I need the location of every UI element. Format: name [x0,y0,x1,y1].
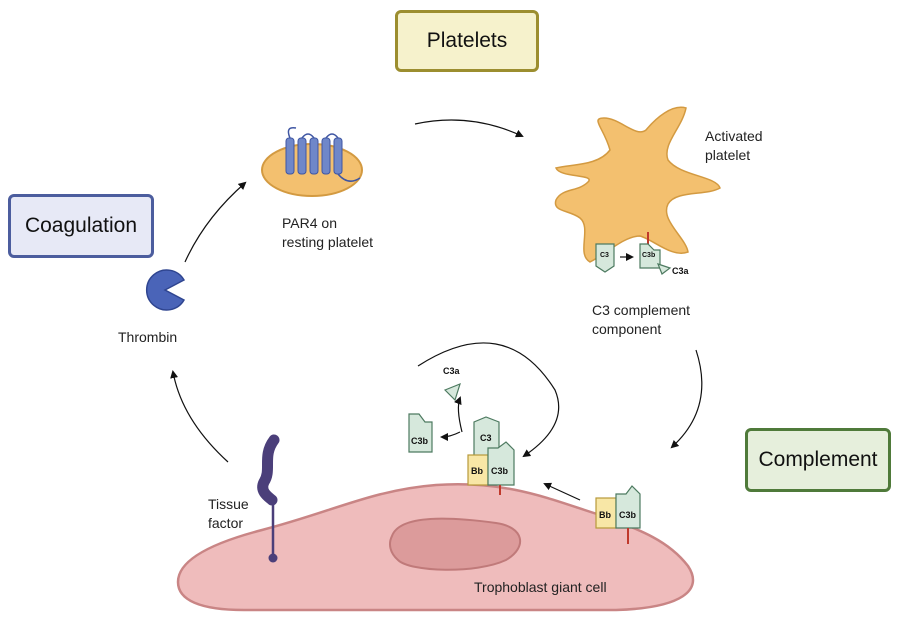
tissue-factor-anchor [268,553,278,563]
c3a-small-tag: C3a [672,266,689,276]
par4-loops [287,126,361,182]
arrow-cleavage-c3b [440,431,461,441]
par4-label: PAR4 on resting platelet [282,214,373,252]
arrow-tissue-to-thrombin [170,370,229,463]
c3-center-tag: C3 [480,433,492,443]
c3-small-tag: C3 [600,252,609,259]
c3b-small-tag: C3b [642,252,656,259]
tissue-factor-line2: factor [208,515,244,531]
thrombin-icon [146,269,186,311]
par4-label-line1: PAR4 on [282,215,337,231]
c3b-left-icon [408,413,433,453]
coagulation-box: Coagulation [8,194,154,258]
activated-platelet-label: Activated platelet [705,127,763,165]
arrow-bb-c3b-to-cell [543,482,581,501]
c3a-small-icon [656,263,672,275]
trophoblast-label: Trophoblast giant cell [474,579,607,595]
activated-label-line1: Activated [705,128,763,144]
par4-label-line2: resting platelet [282,234,374,250]
tissue-factor-icon [257,434,280,506]
arrow-amplification-loop [417,342,560,458]
complement-box: Complement [745,428,891,492]
trophoblast-nucleus [389,517,522,571]
c3-component-line2: component [592,321,662,337]
c3-component-line1: C3 complement [592,302,691,318]
c3b-center-tag: C3b [491,466,509,476]
c3-component-label: C3 complement component [592,301,690,339]
arrow-c3-to-complement [670,349,703,449]
par4-receptor-icon [285,137,343,175]
activated-platelet-icon [554,106,721,263]
thrombin-label: Thrombin [118,329,178,345]
c3a-center-tag: C3a [443,366,460,376]
c3b-center-icon [487,441,515,486]
tissue-factor-line1: Tissue [208,496,249,512]
c3b-right-icon [615,485,641,529]
bb-center-tag: Bb [471,466,483,476]
c3b-right-tag: C3b [619,510,637,520]
platelets-box: Platelets [395,10,539,72]
bb-right-tag: Bb [599,510,611,520]
arrow-par4-to-activated [414,119,524,138]
arrow-cleavage-c3a [454,396,463,433]
c3b-small-icon [639,243,661,269]
c3-small-icon [595,243,615,273]
arrow-thrombin-to-par4 [184,181,247,263]
c3b-left-tag: C3b [411,436,429,446]
activated-label-line2: platelet [705,147,751,163]
c3a-center-icon [443,382,461,402]
tissue-factor-label: Tissue factor [208,495,249,533]
